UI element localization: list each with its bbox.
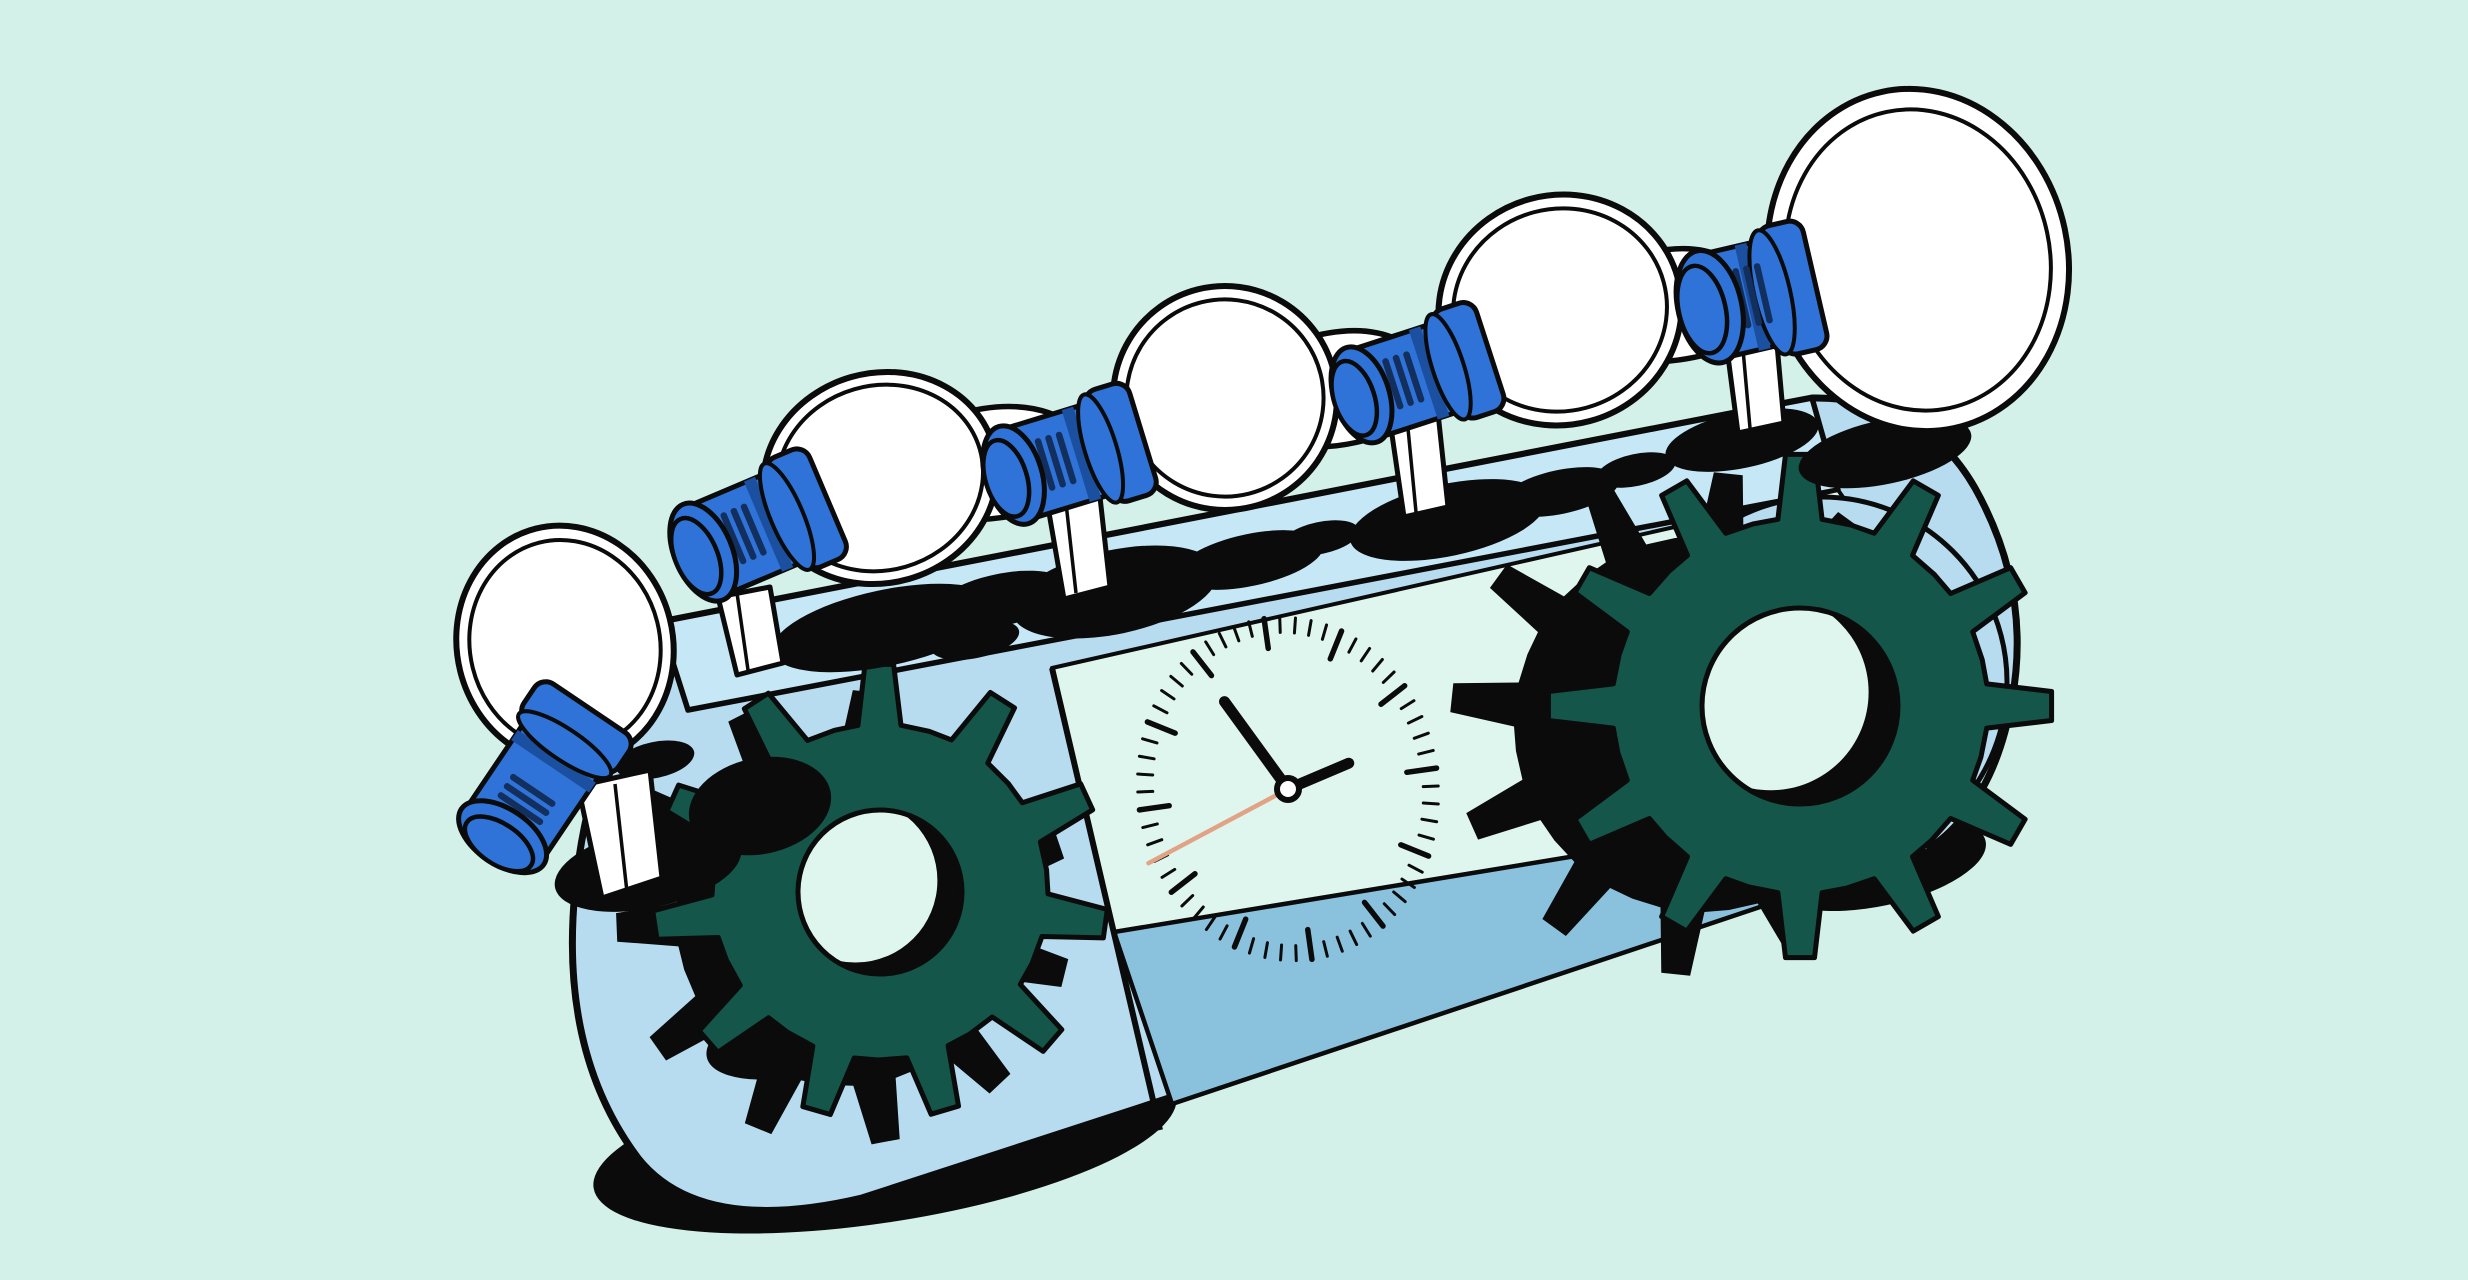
clock-hub (1274, 775, 1302, 803)
megaphone-5 (1673, 85, 2073, 436)
megaphone-barrel (1328, 300, 1507, 446)
clock (1136, 615, 1440, 963)
stand-fold-line (1405, 417, 1418, 513)
megaphone-1 (453, 522, 677, 901)
megaphone-barrel (1673, 218, 1830, 366)
megaphone-4 (1328, 191, 1740, 520)
megaphone-barrel (667, 446, 849, 604)
stand-fold-line (735, 592, 750, 671)
megaphone-barrel (980, 380, 1159, 527)
megaphone-barrel (456, 679, 634, 876)
belt-face-divider (1049, 667, 1163, 1131)
gear-right (1450, 451, 2055, 976)
stand-fold-line (1064, 502, 1078, 594)
megaphone-3 (980, 283, 1415, 602)
clock-tick-ring (1136, 615, 1440, 963)
stand-fold-line (613, 783, 629, 893)
